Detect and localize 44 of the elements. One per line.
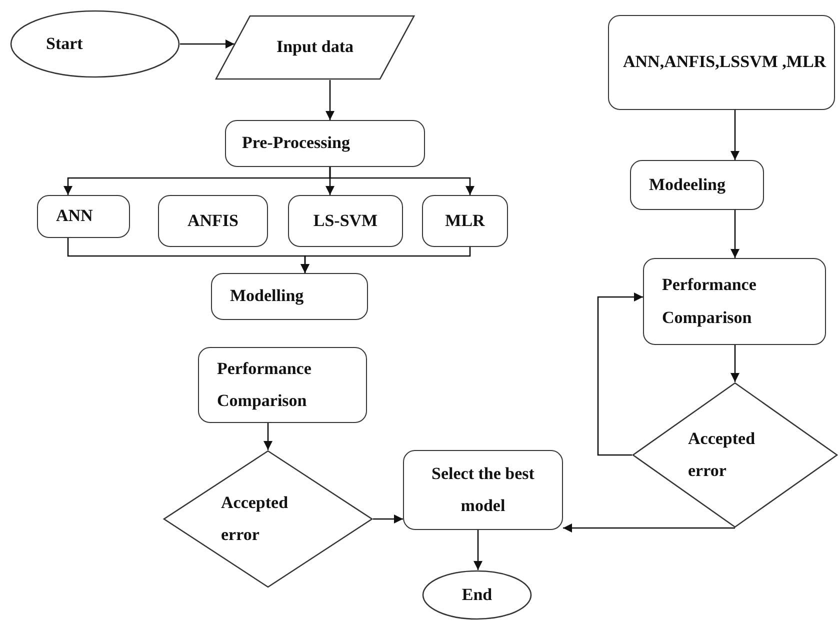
arrow — [730, 110, 740, 160]
decision-diamond — [163, 450, 373, 588]
step-label: Modelling — [230, 285, 304, 308]
arrow — [730, 210, 740, 258]
step-label: ANN — [56, 205, 93, 228]
arrow — [373, 514, 403, 524]
terminal-ellipse — [422, 570, 532, 620]
step-label: Select the best model — [430, 462, 536, 517]
decision-diamond — [632, 382, 838, 528]
process-box — [608, 15, 835, 110]
step-label: Input data — [276, 36, 354, 58]
step-label: Performance Comparison — [662, 274, 758, 329]
process-box — [643, 258, 826, 345]
step-label: ANN,ANFIS,LSSVM ,MLR — [623, 51, 826, 74]
arrow — [326, 80, 334, 120]
arrow — [180, 40, 234, 48]
step-label: Start — [46, 32, 83, 55]
arrow — [563, 524, 735, 532]
arrow — [329, 167, 474, 195]
step-label: Modeeling — [649, 174, 726, 196]
process-box — [211, 273, 368, 320]
terminal-ellipse — [10, 10, 180, 78]
input-parallelogram — [215, 15, 415, 80]
step-label: ANFIS — [187, 210, 238, 232]
step-label: Accepted error — [221, 492, 290, 546]
step-label: Accepted error — [688, 428, 756, 482]
step-label: LS-SVM — [313, 210, 378, 232]
process-box — [403, 450, 563, 530]
step-label: End — [462, 584, 492, 606]
step-label: MLR — [445, 210, 485, 232]
step-label: Pre-Processing — [242, 132, 350, 154]
process-box — [37, 195, 130, 238]
step-label: Performance Comparison — [217, 358, 312, 412]
process-box — [198, 347, 367, 423]
arrow — [300, 247, 471, 273]
process-box — [630, 160, 764, 210]
process-box — [158, 195, 268, 247]
arrow — [264, 423, 272, 450]
process-box — [422, 195, 508, 247]
arrow — [730, 345, 740, 382]
arrow — [474, 530, 482, 570]
process-box — [225, 120, 425, 167]
arrow — [597, 292, 643, 456]
process-box — [288, 195, 403, 247]
